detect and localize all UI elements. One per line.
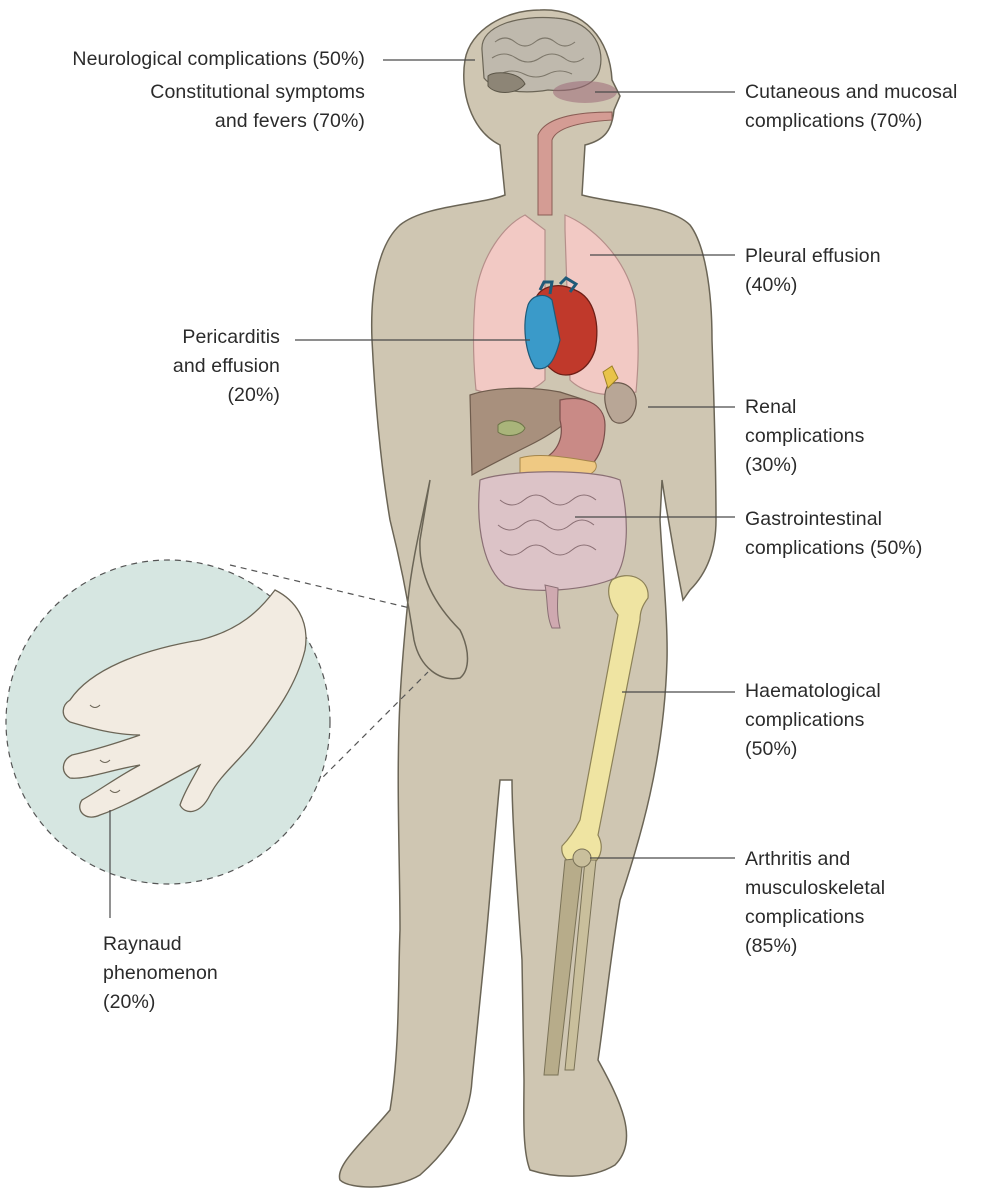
label-neurological: Neurological complications (50%) [72,48,365,70]
hand-inset [5,559,429,885]
label-pericarditis: Pericarditis and effusion (20%) [172,326,280,406]
label-gastrointestinal: Gastrointestinal complications (50%) [745,508,923,559]
label-arthritis: Arthritis and musculoskeletal complicati… [745,848,886,957]
label-raynaud: Raynaud phenomenon (20%) [103,933,218,1013]
mouth-blush [553,81,617,103]
label-haematological: Haematological complications (50%) [745,680,881,760]
kidney [602,365,637,424]
leader-lines [109,59,735,918]
gallbladder [497,420,526,436]
leg-bones [543,575,649,1076]
label-renal: Renal complications (30%) [745,396,865,476]
label-pleural: Pleural effusion (40%) [745,245,881,296]
heart [524,276,598,376]
oesophagus [537,111,613,216]
label-constitutional: Constitutional symptoms and fevers (70%) [150,81,365,132]
brain [481,16,602,93]
label-cutaneous: Cutaneous and mucosal complications (70%… [745,81,958,132]
body-silhouette [338,9,717,1188]
